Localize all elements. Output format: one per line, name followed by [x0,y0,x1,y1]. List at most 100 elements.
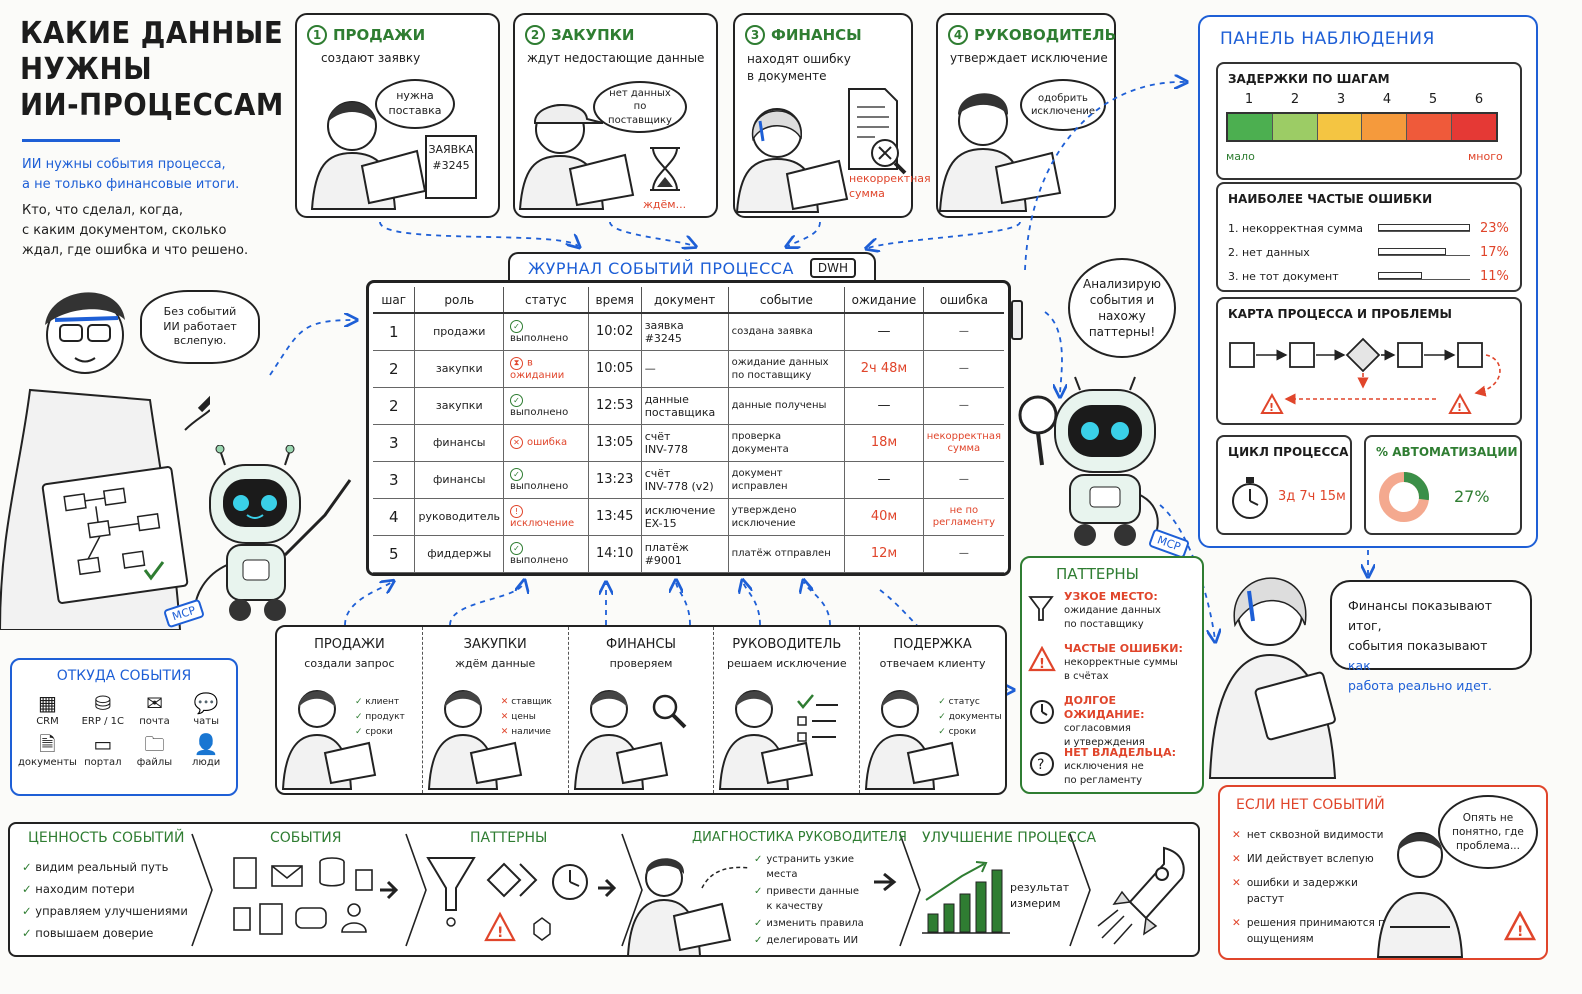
error-bar-track [1378,248,1470,256]
source-item: ✉почта [129,690,181,727]
event-log-table: шаг роль статус время документ событие о… [373,287,1004,573]
cell-time: 10:02 [588,313,642,351]
delay-step-label: 2 [1290,92,1300,107]
status-icon: ✓ [510,393,524,407]
cell-status: ⧗в ожидании [503,350,589,388]
automation-share-arc [1379,472,1429,522]
cell-role: финансы [414,461,505,499]
people-icon: 👤 [193,732,219,756]
diagnostic-item: ✓изменить правила [754,918,864,929]
cell-time: 10:05 [588,350,642,388]
cell-time: 13:23 [588,461,642,499]
request-document: ЗАЯВКА#3245 [425,135,477,199]
svg-text:?: ? [1037,757,1044,773]
cell-document: — [641,350,729,388]
cell-error: не по регламенту [923,498,1004,536]
cell-event: документ исправлен [728,461,846,499]
role-mark: ✓ документы [938,712,1002,722]
role-mark: ✕ ставщик [500,697,552,707]
cell-status: ✓выполнено [503,313,589,351]
cell-role: закупки [414,350,505,388]
delay-heat-bar [1226,112,1498,142]
cell-step: 3 [373,424,416,462]
robot-right-illustration [1018,376,1159,546]
cell-step: 5 [373,535,416,573]
role-mark: ✕ наличие [500,727,551,737]
role-mark: ✓ сроки [938,727,977,737]
source-item: ▦CRM [18,690,77,727]
magnifier-icon [652,694,687,729]
svg-text:!: ! [1457,401,1462,414]
status-icon: ✕ [510,436,524,449]
svg-text:!: ! [1517,924,1523,940]
cell-time: 13:45 [588,498,642,536]
delay-step-label: 4 [1382,92,1392,107]
step-number: 1 [307,25,327,45]
source-item: 💬чаты [180,690,232,727]
diagnostic-item: ✓привести данные к качеству [754,886,859,912]
error-bar [1378,224,1470,231]
manager-diagnostics-illustration [626,858,751,957]
cell-error: — [923,461,1004,499]
cell-status: ✓выполнено [503,387,589,425]
role-mark: ✕ цены [500,712,536,722]
delay-segment [1407,114,1453,140]
error-bar [1378,272,1422,279]
delay-step-label: 5 [1428,92,1438,107]
diagnostic-item: ✓устранить узкие места [754,854,854,880]
database-icon: ⛁ [94,691,112,715]
cell-error: — [923,535,1004,573]
sales-person-illustration [310,101,427,210]
delay-segment [1362,114,1408,140]
value-item: ✓ управляем улучшениями [22,904,188,918]
cell-role: руководитель [414,498,505,536]
manager-person-illustration [938,93,1062,212]
delay-step-label: 1 [1244,92,1254,107]
source-item: ▭портал [77,731,129,768]
delay-segment [1452,114,1496,140]
cell-error: — [923,387,1004,425]
delay-step-label: 3 [1336,92,1346,107]
error-bar [1378,248,1446,255]
process-map-widget: КАРТА ПРОЦЕССА И ПРОБЛЕМЫ ! ! [1216,297,1522,425]
journal-header: ЖУРНАЛ СОБЫТИЙ ПРОЦЕССА DWH [508,252,876,282]
finance-person-illustration [735,108,849,213]
error-bar-track [1378,224,1470,232]
cell-event: ожидание данных по поставщику [728,350,846,388]
cell-error: некорректная сумма [923,424,1004,462]
cell-step: 3 [373,461,416,499]
svg-text:!: ! [497,925,503,941]
folder-icon: 🗀 [144,732,165,756]
value-item: ✓ находим потери [22,882,135,896]
no-events-item: ✕нет сквозной видимости [1232,829,1384,841]
page-title: КАКИЕ ДАННЫЕ НУЖНЫ ИИ-ПРОЦЕССАМ [20,16,284,123]
cell-time: 14:10 [588,535,642,573]
cell-document: платёж#9001 [641,535,729,573]
delay-segment [1228,114,1273,140]
growth-bar-chart-icon [922,861,1010,934]
teacher-illustration [0,292,210,630]
source-item: 🗀файлы [129,731,181,768]
cell-status: ✓выполнено [503,461,589,499]
delay-segment [1317,114,1363,140]
automation-donut-chart [1379,472,1429,522]
cell-event: проверка документа [728,424,846,462]
delay-step-label: 6 [1474,92,1484,107]
value-item: ✓ повышаем доверие [22,926,154,940]
cycle-widget: ЦИКЛ ПРОЦЕССА 3д 7ч 15м [1216,435,1352,535]
